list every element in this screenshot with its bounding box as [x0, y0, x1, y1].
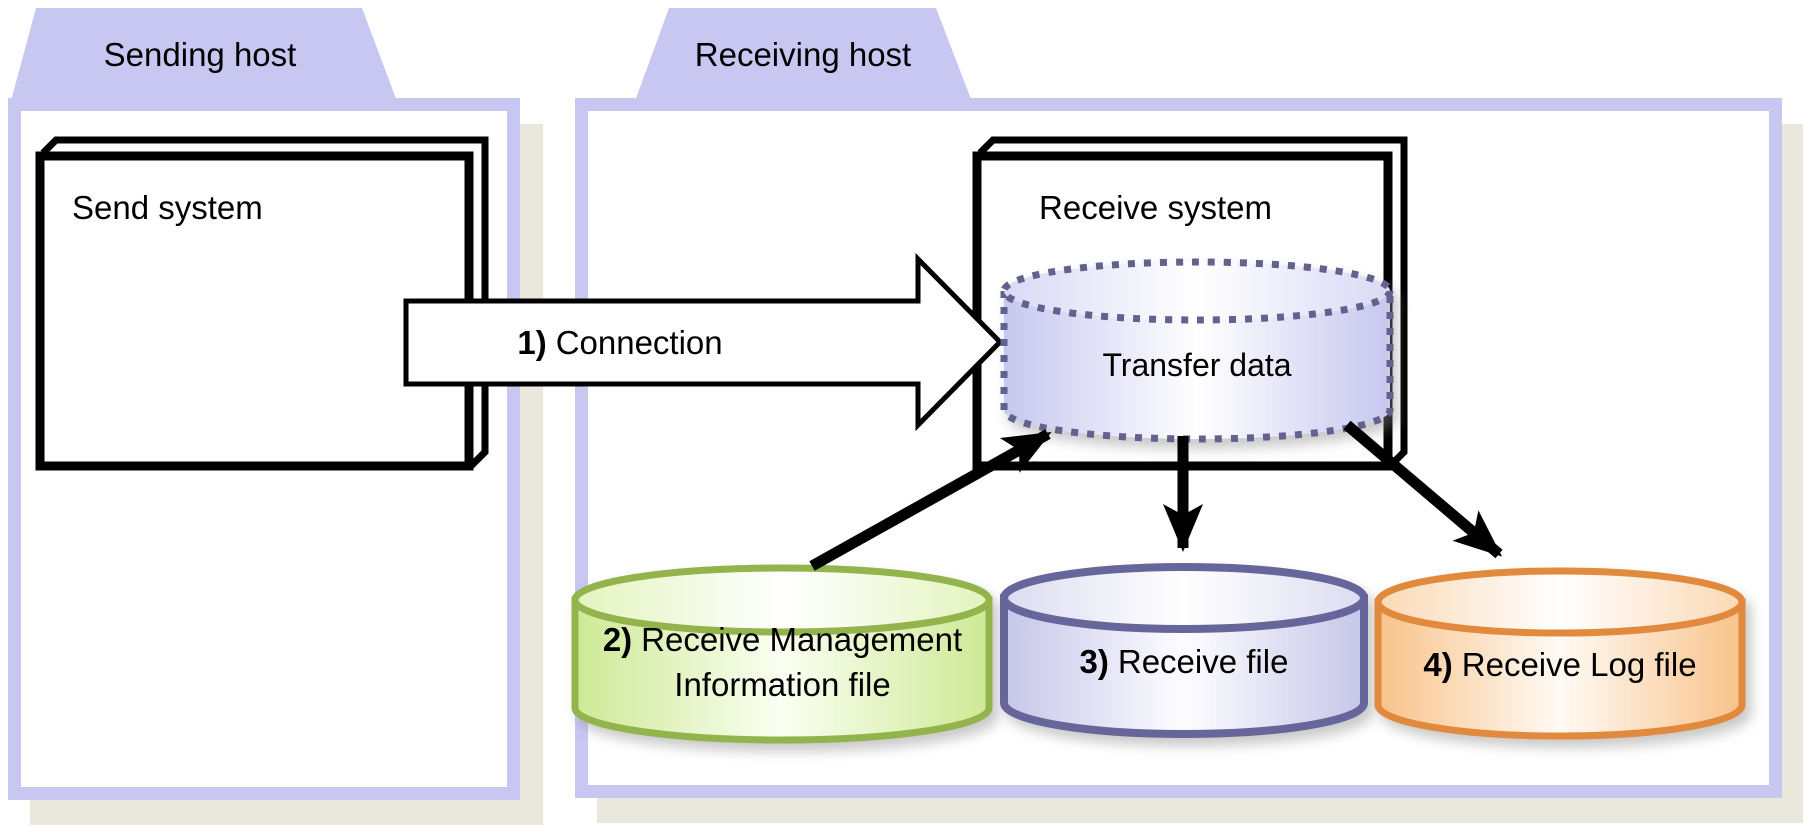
send-system-label: Send system [72, 189, 263, 226]
connection-step-number: 1) [517, 324, 547, 361]
log-file-step-text: Receive Log file [1461, 646, 1697, 683]
transfer-data-cylinder-lid [1000, 258, 1394, 324]
log-file-step-number: 4) [1423, 646, 1453, 683]
receiving-host-tab-label: Receiving host [694, 36, 912, 73]
mgmt-file-step-number: 2) [602, 621, 633, 658]
send-system-box-3d-edge [40, 136, 489, 469]
mgmt-file-cylinder-lid [571, 564, 993, 636]
receive-file-step-text: Receive file [1117, 643, 1289, 680]
send-system-box [35, 136, 489, 471]
transfer-data-cylinder-body [1000, 287, 1394, 443]
arrow-transfer-to-log-file [1343, 420, 1503, 559]
transfer-data-label: Transfer data [1102, 347, 1292, 383]
log-file-label: 4)Receive Log file [1378, 646, 1742, 684]
receive-file-cylinder-lid [1000, 563, 1368, 633]
transfer-data-cylinder [1000, 258, 1394, 443]
log-file-cylinder-body [1374, 598, 1746, 740]
receive-file-label: 3)Receive file [1004, 643, 1364, 681]
sending-host-tab-label: Sending host [103, 36, 297, 73]
connection-arrow-label: 1)Connection [385, 324, 855, 362]
send-system-box-face [35, 151, 474, 471]
receive-file-cylinder [1000, 563, 1368, 738]
receive-file-cylinder-body [1000, 594, 1368, 738]
connection-block-arrow [403, 252, 1004, 432]
receive-system-label: Receive system [1039, 189, 1272, 226]
mgmt-file-cylinder-body [571, 596, 993, 744]
arrow-mgmt-to-transfer [809, 429, 1052, 571]
connection-step-text: Connection [555, 324, 723, 361]
log-file-cylinder [1374, 567, 1746, 740]
sending-folder-tab [8, 8, 401, 112]
mgmt-file-cylinder [571, 564, 993, 744]
receive-file-step-number: 3) [1079, 643, 1109, 680]
mgmt-file-label: 2)Receive Management Information file [575, 617, 990, 707]
mgmt-file-step-text-line1: Receive Management [641, 621, 963, 658]
receiving-folder-tab [631, 8, 976, 112]
log-file-cylinder-lid [1374, 567, 1746, 637]
mgmt-file-step-text-line2: Information file [674, 666, 891, 703]
receive-system-box-3d-edge [977, 136, 1408, 469]
